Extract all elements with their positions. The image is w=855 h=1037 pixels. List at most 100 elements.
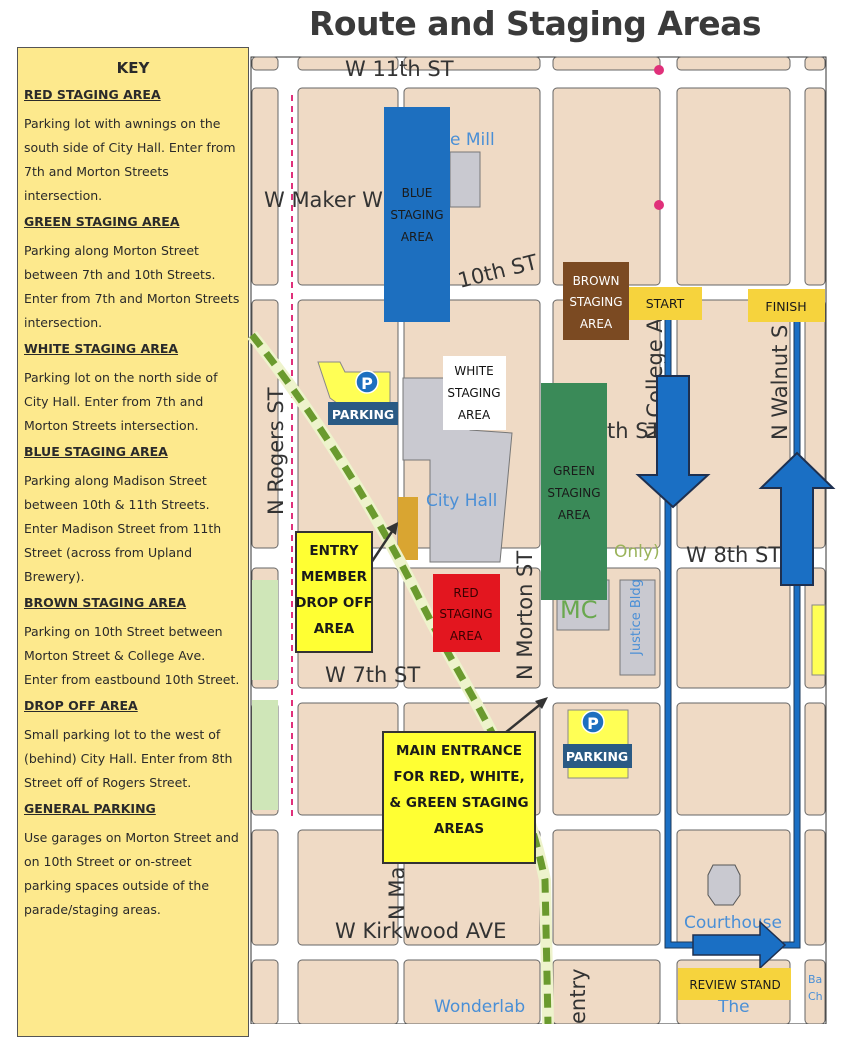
place-label-courthouse: Courthouse <box>684 913 782 933</box>
park-area <box>252 580 278 680</box>
parking-label: PARKING <box>328 402 398 425</box>
park-area <box>252 700 278 810</box>
city-block <box>403 56 541 71</box>
street-label-9th: th ST <box>607 419 662 443</box>
marker-dot <box>654 200 664 210</box>
city-block <box>804 56 826 71</box>
city-block <box>297 87 399 286</box>
area-label: WHITE <box>454 364 493 378</box>
place-label-city-hall: City Hall <box>426 491 497 511</box>
key-blue: BLUE STAGING AREA Parking along Madison S… <box>24 444 242 589</box>
city-block <box>676 56 791 71</box>
dropoff-lot <box>398 497 418 560</box>
key-section-text: Parking along Madison Street between 10t… <box>24 473 222 584</box>
place-label-justice: Justice Bldg <box>629 579 644 656</box>
start-label: START <box>629 287 702 320</box>
area-label: STAGING <box>547 486 600 500</box>
callout-line: FOR RED, WHITE, <box>393 769 524 785</box>
key-section-text: Parking on 10th Street between Morton St… <box>24 624 240 687</box>
key-general-parking: GENERAL PARKING Use garages on Morton Str… <box>24 801 242 922</box>
marker-dot <box>654 65 664 75</box>
red-staging-area: RED STAGING AREA <box>433 574 500 652</box>
area-label: AREA <box>558 508 591 522</box>
route-arrow-right-icon <box>692 920 787 970</box>
callout-line: ENTRY <box>309 543 358 559</box>
street-label-walnut: N Walnut S <box>768 325 792 440</box>
street-label-kirkwood: W Kirkwood AVE <box>335 919 506 943</box>
callout-line: DROP OFF <box>295 595 373 611</box>
key-section-title: RED STAGING AREA <box>24 87 161 102</box>
street-label-entry: entry <box>566 968 590 1024</box>
parking-text: PARKING <box>332 407 394 422</box>
parking-lot <box>811 604 826 676</box>
dropoff-callout: ENTRY MEMBER DROP OFF AREA <box>295 531 373 653</box>
city-block <box>804 702 826 816</box>
place-label-mill: e Mill <box>450 130 495 150</box>
area-label: AREA <box>401 230 434 244</box>
route-arrow-up-icon <box>758 451 836 586</box>
key-section-title: BROWN STAGING AREA <box>24 595 187 610</box>
key-white: WHITE STAGING AREA Parking lot on the nor… <box>24 341 242 438</box>
city-block <box>552 56 661 71</box>
city-block <box>552 829 661 946</box>
key-section-text: Small parking lot to the west of (behind… <box>24 727 233 790</box>
key-section-title: WHITE STAGING AREA <box>24 341 179 356</box>
key-section-title: DROP OFF AREA <box>24 698 138 713</box>
city-block <box>552 87 661 286</box>
city-block <box>804 959 826 1024</box>
key-brown: BROWN STAGING AREA Parking on 10th Street… <box>24 595 242 692</box>
city-block <box>676 567 791 689</box>
route-arrow-down-icon <box>635 375 711 509</box>
place-label-ch: Ch <box>808 990 823 1003</box>
street-label-w11th: W 11th ST <box>345 57 454 81</box>
arrowhead-icon <box>535 697 548 709</box>
city-block <box>251 56 279 71</box>
key-heading: KEY <box>116 59 150 77</box>
brown-staging-area: BROWN STAGING AREA <box>563 262 629 340</box>
place-label-the: The <box>717 997 750 1017</box>
city-block <box>804 829 826 946</box>
key-section-title: GENERAL PARKING <box>24 801 156 816</box>
area-label: RED <box>453 586 478 600</box>
parking-label: PARKING <box>563 744 632 768</box>
city-block <box>251 829 279 946</box>
city-block <box>297 56 399 71</box>
parking-icon: P <box>355 370 379 394</box>
green-staging-area: GREEN STAGING AREA <box>541 383 607 600</box>
key-section-title: BLUE STAGING AREA <box>24 444 168 459</box>
main-entrance-callout: MAIN ENTRANCE FOR RED, WHITE, & GREEN ST… <box>382 731 536 864</box>
area-label: GREEN <box>553 464 595 478</box>
key-section-text: Use garages on Morton Street and on 10th… <box>24 830 239 917</box>
city-block <box>251 959 279 1024</box>
parking-icon: P <box>581 710 605 734</box>
street-label-7th: W 7th ST <box>325 663 420 687</box>
key-section-text: Parking lot on the north side of City Ha… <box>24 370 218 433</box>
page-title: Route and Staging Areas <box>308 4 762 43</box>
key-section-title: GREEN STAGING AREA <box>24 214 180 229</box>
arrowhead-icon <box>386 522 398 535</box>
area-label: STAGING <box>390 208 443 222</box>
review-stand-label: REVIEW STAND <box>678 968 791 1000</box>
justice-building <box>619 579 656 676</box>
area-label: AREA <box>458 408 491 422</box>
key-section-text: Parking along Morton Street between 7th … <box>24 243 240 330</box>
finish-text: FINISH <box>765 299 806 314</box>
courthouse-building <box>707 864 741 906</box>
street-label-maker: W Maker W <box>264 188 383 212</box>
place-label-wonderlab: Wonderlab <box>434 997 525 1017</box>
street-label-8th: W 8th ST <box>686 543 781 567</box>
callout-line: MEMBER <box>301 569 368 585</box>
parking-symbol: P <box>361 374 373 393</box>
place-label-mc: MC <box>560 596 597 624</box>
finish-label: FINISH <box>748 289 825 322</box>
area-label: AREA <box>580 317 613 331</box>
street-label-madison: N Ma <box>385 867 409 920</box>
start-text: START <box>646 296 685 311</box>
review-stand-text: REVIEW STAND <box>689 978 780 992</box>
parking-text: PARKING <box>566 749 628 764</box>
area-label: STAGING <box>569 295 622 309</box>
area-label: STAGING <box>447 386 500 400</box>
